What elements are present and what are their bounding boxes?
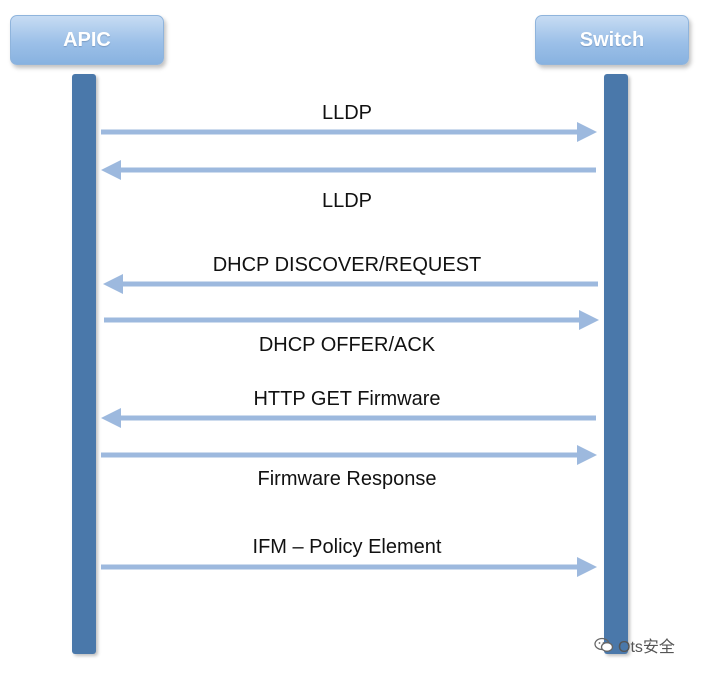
message-label-lldp-response: LLDP: [321, 190, 373, 212]
message-label-firmware-response: Firmware Response: [257, 468, 437, 490]
message-label-dhcp-discover: DHCP DISCOVER/REQUEST: [212, 254, 482, 276]
watermark-text: Ots安全: [618, 639, 675, 656]
actor-apic: APIC: [10, 15, 164, 65]
message-label-lldp-request: LLDP: [321, 102, 373, 124]
lifeline-apic: [72, 74, 96, 654]
message-label-http-get: HTTP GET Firmware: [253, 388, 441, 410]
watermark: Ots安全: [594, 633, 675, 657]
actor-switch: Switch: [535, 15, 689, 65]
lifeline-switch: [604, 74, 628, 654]
wechat-icon: [594, 637, 614, 653]
message-label-ifm-policy: IFM – Policy Element: [252, 536, 442, 558]
message-label-dhcp-offer: DHCP OFFER/ACK: [258, 334, 436, 356]
